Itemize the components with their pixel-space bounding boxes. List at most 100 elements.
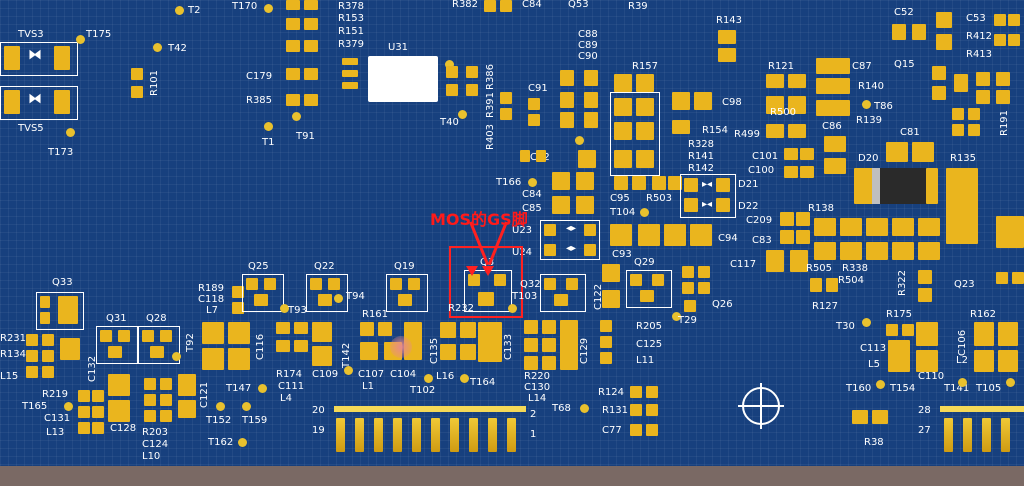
c95-pad — [614, 176, 628, 190]
c89-pad — [560, 92, 574, 108]
q15-pad — [932, 66, 946, 80]
q28-pad — [150, 346, 164, 358]
label-c107: C107 — [358, 369, 385, 380]
via — [862, 318, 871, 327]
label-t68: T68 — [552, 403, 571, 414]
pad — [294, 340, 308, 352]
annotation-arrowhead-left — [466, 266, 478, 276]
label-r219: R219 — [42, 389, 69, 400]
pad — [542, 338, 556, 352]
label-r134: R134 — [0, 349, 27, 360]
c94-pad — [664, 224, 686, 246]
pad — [160, 410, 172, 422]
q33-pad — [40, 296, 50, 308]
c86-pad — [824, 136, 846, 152]
label-r142: R142 — [688, 163, 715, 174]
label-r174: R174 — [276, 369, 303, 380]
u23-pad — [584, 224, 596, 236]
label-r161: R161 — [362, 309, 389, 320]
label-r231: R231 — [0, 333, 27, 344]
header-pin — [982, 418, 991, 452]
label-r162: R162 — [970, 309, 997, 320]
label-header-28: 28 — [918, 405, 931, 416]
u24-pad — [584, 244, 596, 256]
pad — [542, 356, 556, 370]
tvs5-pad-1 — [4, 90, 20, 114]
via — [242, 402, 251, 411]
tvs3-pad-2 — [54, 46, 70, 70]
label-c135: C135 — [429, 337, 440, 364]
label-t154: T154 — [890, 383, 916, 394]
label-t91: T91 — [296, 131, 315, 142]
label-t105: T105 — [976, 383, 1002, 394]
label-r391: R391 — [485, 91, 496, 118]
pad — [178, 374, 196, 396]
pad — [682, 282, 694, 294]
pad — [866, 242, 888, 260]
c117-pad — [790, 250, 808, 272]
via — [344, 366, 353, 375]
pad — [26, 334, 38, 346]
pad — [26, 366, 38, 378]
label-c87: C87 — [852, 61, 872, 72]
pad — [630, 404, 642, 416]
pad — [92, 390, 104, 402]
label-r385: R385 — [246, 95, 273, 106]
label-d21: D21 — [738, 179, 759, 190]
label-header-27: 27 — [918, 425, 931, 436]
pad — [42, 334, 54, 346]
fiducial-mark — [738, 383, 784, 429]
label-r379: R379 — [338, 39, 365, 50]
label-t93: T93 — [288, 305, 307, 316]
via — [172, 352, 181, 361]
label-c91: C91 — [528, 83, 548, 94]
u31-pin — [342, 70, 358, 77]
header-pin — [1001, 418, 1010, 452]
r382-pad — [500, 0, 512, 12]
via — [292, 112, 301, 121]
c85-pad — [552, 196, 570, 214]
label-l16: L16 — [436, 371, 455, 382]
label-t2: T2 — [188, 5, 201, 16]
header-pin — [393, 418, 402, 452]
pad — [646, 424, 658, 436]
header-pin — [450, 418, 459, 452]
c122-pad — [602, 264, 620, 282]
label-r153: R153 — [338, 13, 365, 24]
label-t94: T94 — [346, 291, 365, 302]
c98-pad — [694, 92, 712, 110]
via — [238, 438, 247, 447]
r386-pad — [446, 66, 458, 78]
label-r157: R157 — [632, 61, 659, 72]
label-r205: R205 — [636, 321, 663, 332]
c98-pad — [672, 92, 690, 110]
tvs5-pad-2 — [54, 90, 70, 114]
c89-pad — [584, 92, 598, 108]
r503-pad — [652, 176, 666, 190]
via — [280, 304, 289, 313]
label-c95: C95 — [610, 193, 630, 204]
u23-pad — [544, 224, 556, 236]
pad — [78, 422, 90, 434]
d20-pad — [854, 168, 874, 204]
label-q25: Q25 — [248, 261, 269, 272]
q29-pad — [652, 274, 664, 286]
label-c117: C117 — [730, 259, 757, 270]
c101-pad — [784, 148, 798, 160]
q33-pad — [58, 296, 78, 324]
r151-pad — [304, 40, 318, 52]
r138-pad — [814, 242, 836, 260]
c122-pad — [602, 290, 620, 308]
block-outline — [610, 92, 660, 176]
label-l1: L1 — [362, 381, 374, 392]
via — [175, 6, 184, 15]
label-c94: C94 — [718, 233, 738, 244]
pad — [312, 346, 332, 366]
label-c104: C104 — [390, 369, 417, 380]
pad — [1012, 272, 1024, 284]
board-edge — [0, 466, 1024, 486]
c117-pad — [766, 250, 784, 272]
r151-pad — [286, 40, 300, 52]
r157-pad — [614, 74, 632, 92]
label-l15: L15 — [0, 371, 19, 382]
